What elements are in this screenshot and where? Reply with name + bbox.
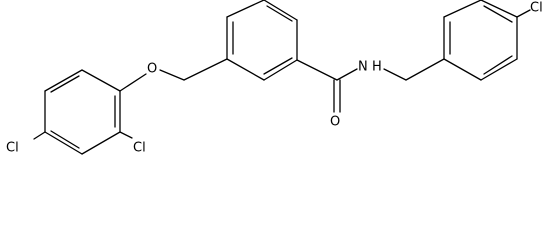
bond	[480, 0, 518, 18]
ring-central-benzene	[226, 0, 298, 81]
bond	[263, 0, 298, 21]
bond	[81, 69, 121, 92]
bond	[226, 0, 265, 18]
bond	[443, 58, 482, 81]
bond-O-CH2	[159, 69, 185, 81]
bond	[443, 0, 482, 18]
atom-label-oxygen-ether: O	[147, 62, 157, 77]
double-bond-inner	[263, 57, 293, 75]
bond	[81, 131, 121, 155]
bond-ring1-O	[119, 73, 147, 92]
bond-ring1-Cl-top	[119, 131, 133, 139]
bond	[226, 58, 265, 81]
bond-CH2-ring2	[183, 58, 228, 81]
structure-svg: O O N H Cl Cl Cl	[6, 0, 543, 156]
bond	[44, 69, 83, 92]
bond-C-N	[336, 68, 358, 81]
ring-chlorophenyl	[443, 0, 518, 81]
atom-label-chlorine-ring1-left: Cl	[6, 141, 19, 156]
bond-ring3-Cl	[516, 9, 531, 18]
atom-label-chlorine-ring1-right: Cl	[133, 141, 146, 156]
bond	[263, 59, 298, 81]
molecule-diagram: O O N H Cl Cl Cl	[6, 0, 543, 156]
double-bond-inner	[50, 75, 80, 93]
bond	[44, 131, 83, 155]
bond-ring2-carbonylC	[296, 59, 338, 81]
atom-label-nitrogen: N	[358, 60, 368, 75]
atom-label-hydrogen: H	[372, 60, 382, 75]
bond-N-CH2	[383, 68, 407, 81]
double-bond-inner	[483, 5, 513, 23]
double-bond-inner	[483, 55, 513, 75]
ring-dichlorophenyl	[44, 69, 121, 155]
atom-label-chlorine-ring3: Cl	[530, 1, 543, 16]
bond	[480, 58, 518, 81]
bond-ring1-Cl-bottom	[33, 131, 46, 140]
atom-label-oxygen-carbonyl: O	[330, 115, 340, 130]
double-bond-inner	[266, 5, 293, 22]
bond-CH2-ring3	[405, 58, 445, 81]
double-bond-inner	[50, 130, 80, 149]
